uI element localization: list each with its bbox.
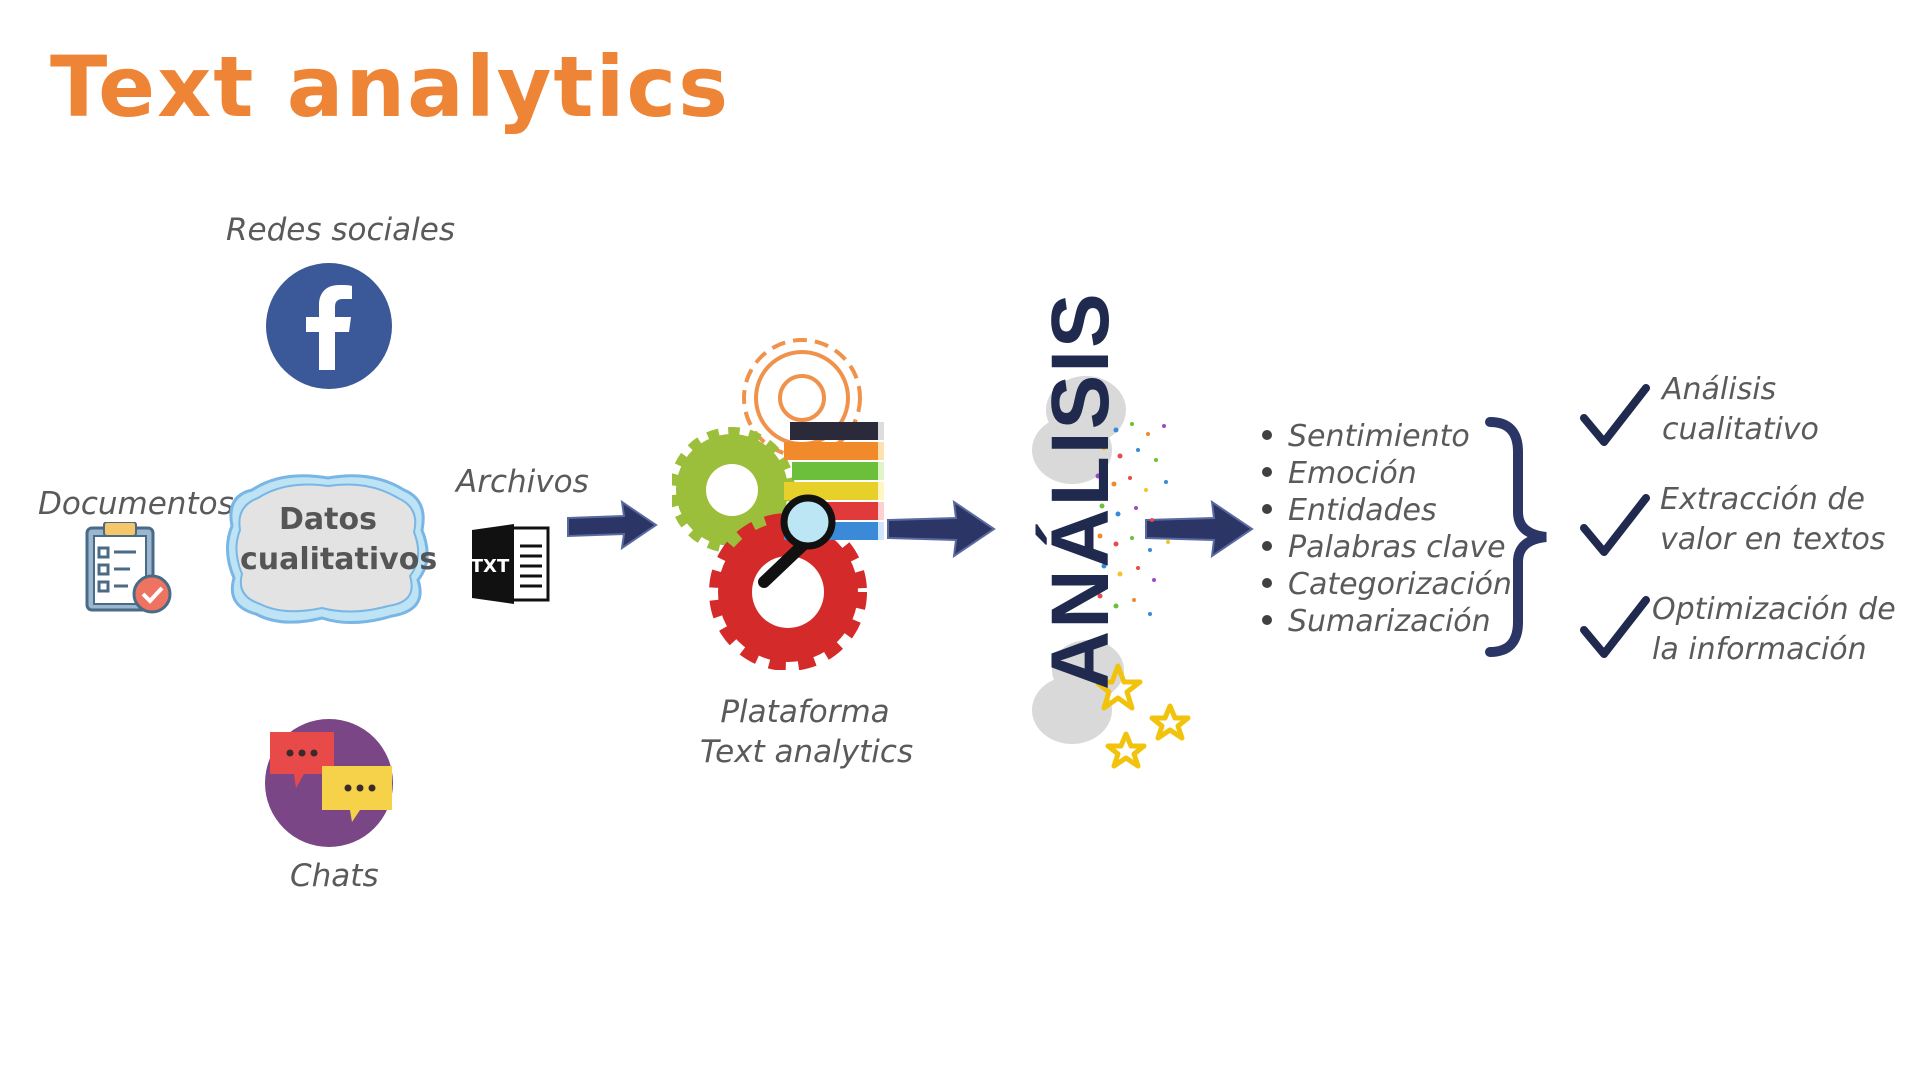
bullet-icon (1262, 540, 1272, 551)
cloud-line-1: Datos (279, 502, 377, 537)
platform-label-line-1: Plataforma (720, 694, 890, 730)
txt-file-icon: TXT (472, 524, 550, 604)
documents-label: Documentos (38, 486, 234, 522)
outcome-label-3: Optimización de la información (1652, 590, 1896, 670)
bullet-icon (1262, 614, 1272, 625)
arrow-icon-3 (1145, 500, 1254, 558)
outcome-label-2: Extracción de valor en textos (1660, 480, 1885, 560)
social-label: Redes sociales (226, 212, 455, 248)
check-icon (1580, 596, 1650, 658)
curly-brace-icon (1485, 417, 1547, 657)
cloud-line-2: cualitativos (240, 542, 438, 577)
platform-label: Plataforma Text analytics (700, 692, 914, 772)
outcome-line: cualitativo (1662, 412, 1819, 447)
outcome-label-1: Análisis cualitativo (1662, 370, 1819, 450)
txt-file-label: TXT (472, 556, 510, 577)
chat-icon (265, 719, 393, 847)
outcome-line: Extracción de (1660, 482, 1865, 517)
bullet-icon (1262, 466, 1272, 477)
cloud-shape (226, 474, 429, 625)
bullet-icon (1262, 503, 1272, 514)
check-icon (1580, 384, 1650, 446)
page-title: Text analytics (50, 38, 731, 136)
feature-label: Sumarización (1288, 604, 1491, 639)
arrow-icon-1 (567, 500, 658, 550)
platform-label-line-2: Text analytics (700, 734, 914, 770)
check-icon (1580, 494, 1650, 556)
clipboard-icon (85, 522, 172, 614)
bullet-icon (1262, 429, 1272, 440)
outcome-line: valor en textos (1660, 522, 1886, 557)
features-list: Sentimiento Emoción Entidades Palabras c… (1262, 418, 1512, 640)
analysis-vertical-word: ANÁLISIS (1035, 291, 1126, 690)
facebook-icon (266, 263, 392, 389)
arrow-icon-2 (887, 500, 996, 558)
list-item: Categorización (1262, 566, 1512, 603)
cloud-text: Datos cualitativos (240, 500, 438, 580)
confetti-icon (1095, 417, 1170, 616)
files-label: Archivos (456, 464, 589, 500)
list-item: Sumarización (1262, 603, 1512, 640)
outcome-line: Optimización de (1652, 592, 1896, 627)
chats-label: Chats (290, 858, 379, 894)
list-item: Entidades (1262, 492, 1512, 529)
outcome-line: la información (1652, 632, 1867, 667)
list-item: Emoción (1262, 455, 1512, 492)
feature-label: Categorización (1288, 567, 1512, 602)
bullet-icon (1262, 577, 1272, 588)
feature-label: Emoción (1288, 456, 1417, 491)
feature-label: Entidades (1288, 493, 1437, 528)
list-item: Palabras clave (1262, 529, 1512, 566)
feature-label: Sentimiento (1288, 419, 1470, 454)
list-item: Sentimiento (1262, 418, 1512, 455)
platform-gears-books-icon (672, 338, 884, 670)
stars-icon (1096, 663, 1191, 769)
outcome-line: Análisis (1662, 372, 1777, 407)
analysis-background-shapes (1032, 376, 1126, 744)
feature-label: Palabras clave (1288, 530, 1506, 565)
